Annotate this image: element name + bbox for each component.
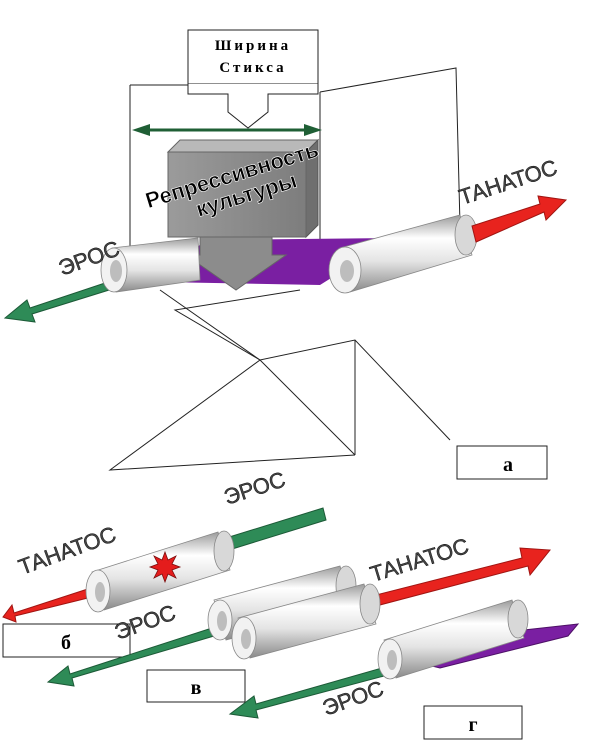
eros-arrow-g <box>228 667 385 719</box>
thanatos-arrow-v <box>371 547 551 607</box>
caption-b: б <box>61 632 71 654</box>
eros-arrow-a <box>3 277 123 323</box>
wireframe-planes <box>108 289 451 471</box>
eros-label-b: ЭРОС <box>221 466 289 509</box>
cylinder-right-a <box>328 214 478 294</box>
explosion-icon <box>148 550 182 584</box>
caption-g: г <box>468 714 477 736</box>
stix-line2: Стикса <box>219 60 286 76</box>
caption-v: в <box>191 677 202 699</box>
cylinder-v-bottom <box>231 583 381 660</box>
eros-arrow-b <box>225 507 327 551</box>
eros-arrow-v <box>46 627 215 687</box>
cylinder-left-a <box>100 237 201 293</box>
repression-press <box>166 138 320 291</box>
panel-a: Ширина Стикса Репрессивность культуры <box>3 29 568 480</box>
caption-box-b <box>2 623 131 658</box>
panel-g: ЭРОС г <box>228 599 580 740</box>
stix-clamp <box>187 84 319 129</box>
stix-line1: Ширина <box>215 38 291 54</box>
cylinder-g <box>377 599 529 680</box>
caption-a: а <box>503 454 513 476</box>
eros-label-v: ЭРОС <box>111 600 179 645</box>
stix-width-box: Ширина Стикса <box>187 29 319 85</box>
caption-box-v <box>146 669 246 703</box>
caption-box-g <box>423 705 523 740</box>
caption-box-a <box>456 445 548 480</box>
panel-b: ЭРОС ТАНАТОС б <box>2 466 327 658</box>
thanatos-arrow-a <box>471 195 568 243</box>
width-double-arrow <box>132 124 322 136</box>
